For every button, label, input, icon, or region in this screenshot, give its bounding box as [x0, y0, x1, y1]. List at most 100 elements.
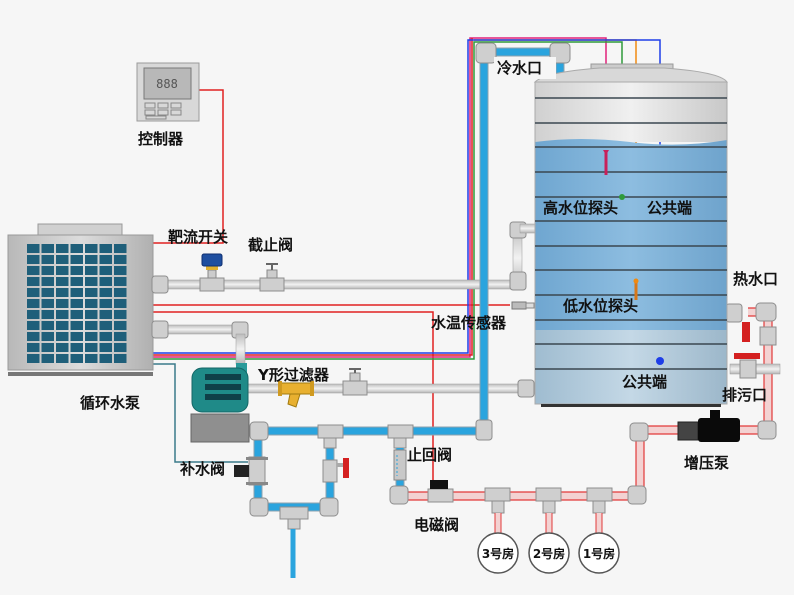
fan-grid-cell	[41, 244, 54, 253]
fan-grid-cell	[56, 354, 69, 363]
fan-grid-cell	[41, 288, 54, 297]
fan-grid-cell	[114, 288, 127, 297]
room-2-label: 2号房	[533, 546, 565, 561]
heat-pump-unit	[7, 223, 154, 376]
fan-grid-cell	[85, 321, 98, 330]
hot-water-pipes	[389, 302, 781, 535]
fan-grid-cell	[27, 244, 40, 253]
circulation-pump[interactable]	[190, 363, 250, 443]
fan-grid-cell	[41, 277, 54, 286]
fan-grid-cell	[27, 310, 40, 319]
low-level-probe	[633, 278, 639, 300]
fan-grid-cell	[70, 255, 83, 264]
fan-grid-cell	[41, 321, 54, 330]
fan-grid-cell	[41, 354, 54, 363]
fan-grid-cell	[56, 255, 69, 264]
fan-grid-cell	[99, 310, 112, 319]
fan-grid-cell	[99, 343, 112, 352]
fan-grid-cell	[85, 343, 98, 352]
y-filter[interactable]	[278, 381, 314, 408]
fan-grid-cell	[56, 244, 69, 253]
makeup-valve[interactable]	[234, 456, 268, 486]
fan-grid-cell	[114, 310, 127, 319]
fan-grid-cell	[85, 288, 98, 297]
fan-grid-cell	[114, 299, 127, 308]
fan-grid-cell	[114, 332, 127, 341]
fan-grid-cell	[114, 277, 127, 286]
booster-pump[interactable]	[677, 410, 740, 442]
fan-grid-cell	[114, 354, 127, 363]
flow-switch[interactable]	[199, 253, 225, 292]
fan-grid-cell	[99, 244, 112, 253]
room-2[interactable]: 2号房	[528, 532, 570, 574]
fan-grid-cell	[70, 321, 83, 330]
fan-grid-cell	[114, 321, 127, 330]
booster-pump-label: 增压泵	[684, 454, 729, 472]
common-terminal-bottom-label: 公共端	[622, 373, 667, 391]
stop-valve-label: 截止阀	[248, 236, 293, 254]
fan-grid-cell	[85, 299, 98, 308]
ball-valve[interactable]	[322, 458, 349, 483]
high-level-probe	[603, 150, 625, 200]
solenoid-valve-label: 电磁阀	[414, 516, 459, 534]
fan-grid-cell	[27, 255, 40, 264]
fan-grid-cell	[99, 255, 112, 264]
fan-grid-cell	[99, 299, 112, 308]
fan-grid-cell	[56, 310, 69, 319]
fan-grid-cell	[27, 299, 40, 308]
fan-grid-cell	[114, 244, 127, 253]
check-valve-label: 止回阀	[407, 446, 452, 464]
controller[interactable]: 888	[136, 62, 200, 122]
fan-grid-cell	[27, 288, 40, 297]
common-terminal-top-label: 公共端	[647, 199, 692, 217]
fan-grid-cell	[56, 277, 69, 286]
gray-pipes	[151, 221, 551, 398]
fan-grid-cell	[85, 277, 98, 286]
fan-grid-cell	[114, 266, 127, 275]
fan-grid-cell	[99, 288, 112, 297]
room-1[interactable]: 1号房	[578, 532, 620, 574]
makeup-valve-label: 补水阀	[179, 460, 225, 478]
fan-grid-cell	[114, 343, 127, 352]
solenoid-valve[interactable]	[427, 480, 454, 503]
fan-grid-cell	[56, 321, 69, 330]
check-valve[interactable]	[393, 449, 407, 481]
fan-grid-cell	[70, 310, 83, 319]
fan-grid-cell	[56, 343, 69, 352]
fan-grid-cell	[56, 299, 69, 308]
controller-display: 888	[156, 77, 178, 91]
fan-grid-cell	[56, 288, 69, 297]
fan-grid-cell	[70, 354, 83, 363]
fan-grid-cell	[85, 332, 98, 341]
fan-grid-cell	[85, 310, 98, 319]
fan-grid-cell	[70, 332, 83, 341]
fan-grid-cell	[85, 354, 98, 363]
circulation-pump-label: 循环水泵	[80, 394, 140, 412]
wire-red	[152, 38, 473, 356]
y-filter-label: Y形过滤器	[257, 366, 330, 384]
fan-grid-cell	[27, 343, 40, 352]
fan-grid-cell	[99, 266, 112, 275]
fan-grid-cell	[41, 332, 54, 341]
fan-grid-cell	[99, 277, 112, 286]
room-3[interactable]: 3号房	[477, 532, 519, 574]
fan-grid-cell	[85, 255, 98, 264]
fan-grid-cell	[70, 343, 83, 352]
fan-grid-cell	[27, 266, 40, 275]
fan-grid-cell	[41, 343, 54, 352]
water-temp-sensor	[511, 301, 535, 310]
low-level-probe-label: 低水位探头	[562, 297, 638, 315]
fan-grid-cell	[41, 255, 54, 264]
drain-outlet-label: 排污口	[722, 386, 767, 404]
fan-grid-cell	[70, 277, 83, 286]
filter-stop-valve[interactable]	[342, 368, 368, 396]
makeup-valve-wire	[152, 363, 248, 463]
fan-grid-cell	[56, 332, 69, 341]
room-1-label: 1号房	[583, 546, 615, 561]
controller-wire	[152, 89, 224, 244]
fan-grid-cell	[70, 299, 83, 308]
fan-grid-cell	[70, 244, 83, 253]
stop-valve[interactable]	[259, 263, 285, 292]
fan-grid-cell	[85, 266, 98, 275]
